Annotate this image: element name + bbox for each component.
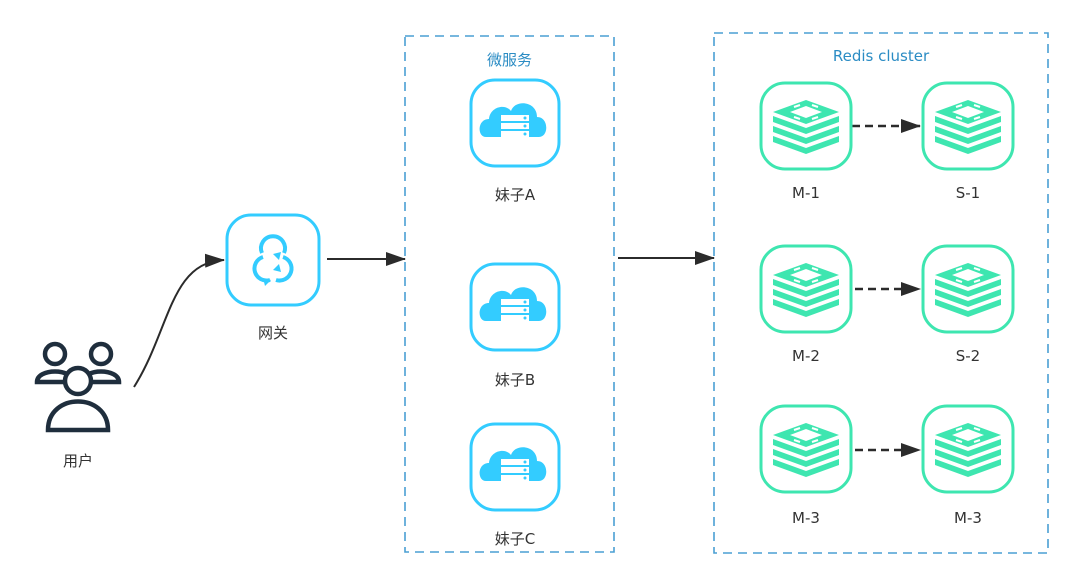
service-label-c: 妹子C <box>494 530 536 548</box>
redis-label-s2: S-2 <box>955 347 981 365</box>
redis-label-m3-replica: M-3 <box>954 509 982 527</box>
redis-cluster-group-border <box>713 32 1049 554</box>
redis-icon-m2 <box>759 244 853 334</box>
microservices-group-title: 微服务 <box>486 51 532 69</box>
redis-icon-s2 <box>921 244 1015 334</box>
cloud-server-icon-b <box>469 262 561 352</box>
cloud-server-icon-a <box>469 78 561 168</box>
gateway-label: 网关 <box>257 324 288 342</box>
users-icon <box>34 341 122 433</box>
redis-label-m2: M-2 <box>792 347 820 365</box>
service-label-a: 妹子A <box>494 186 536 204</box>
redis-icon-m3-replica <box>921 404 1015 494</box>
cloud-server-icon-c <box>469 422 561 512</box>
redis-label-m1: M-1 <box>792 184 820 202</box>
edge-user-to-gateway <box>133 253 225 388</box>
redis-icon-s1 <box>921 81 1015 171</box>
redis-group-title: Redis cluster <box>832 47 930 65</box>
redis-label-s1: S-1 <box>955 184 981 202</box>
cloud-sync-icon <box>225 213 321 307</box>
microservices-group-border <box>404 35 615 553</box>
service-label-b: 妹子B <box>494 371 536 389</box>
redis-icon-m1 <box>759 81 853 171</box>
user-label: 用户 <box>62 452 93 470</box>
redis-label-m3: M-3 <box>792 509 820 527</box>
redis-icon-m3 <box>759 404 853 494</box>
